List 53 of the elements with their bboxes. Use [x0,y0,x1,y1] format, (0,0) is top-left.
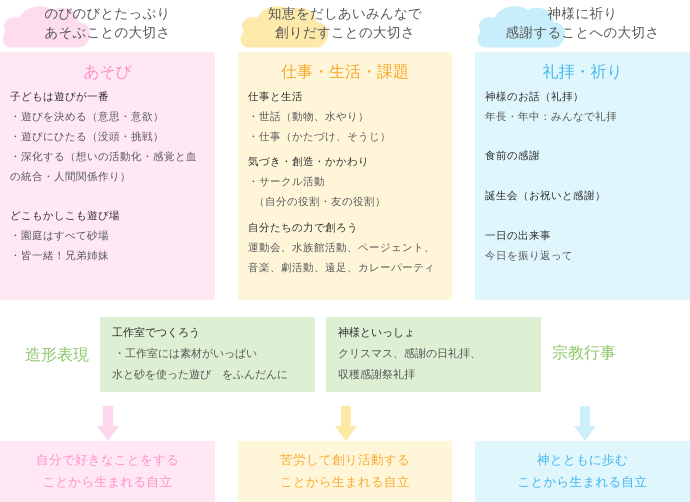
result-box [238,441,452,502]
heading-text: 創りだすことの大切さ [275,24,415,43]
result-text: ことから生まれる自立 [518,473,648,491]
result-box [475,441,690,502]
section-heading: どこもかしこも遊び場 [10,209,120,224]
result-text: 苦労して創り活動する [280,451,410,469]
body-text: ・遊びにひたる（没頭・挑戦） [10,130,164,145]
body-text: ・園庭はすべて砂場 [10,229,109,244]
body-text: 水と砂を使った遊び をふんだんに [112,367,288,383]
category-label: 造形表現 [25,344,89,366]
body-text: ・工作室には素材がいっぱい [114,346,257,362]
body-text: ・仕事（かたづけ、そうじ） [248,130,391,145]
result-text: 神とともに歩む [537,451,628,469]
result-text: 自分で好きなことをする [36,451,179,469]
section-heading: 神様のお話（礼拝） [485,90,584,105]
section-heading: 神様といっしょ [338,325,415,341]
heading-text: あそぶことの大切さ [44,24,170,43]
arrow [574,406,596,441]
section-heading: 食前の感謝 [485,149,540,164]
section-heading: 自分たちの力で創ろう [248,221,358,236]
arrow [335,406,357,441]
heading-text: のびのびとたっぷり [44,5,170,24]
panel-title: 仕事・生活・課題 [281,61,409,83]
section-heading: 誕生会（お祝いと感謝） [485,189,606,204]
section-heading: 工作室でつくろう [112,325,200,341]
body-text: クリスマス、感謝の日礼拝、収穫感謝祭礼拝 [338,346,482,383]
heading-text: 神様に祈り [548,5,618,24]
heading-text: 知恵をだしあいみんなで [268,5,422,24]
body-text: ・サークル活動 [248,175,325,190]
section-heading: 一日の出来事 [485,229,551,244]
activity-box [326,317,541,392]
activity-box [100,317,315,392]
panel-title: あそび [84,61,132,83]
section-heading: 気づき・創造・かかわり [248,155,369,170]
category-label: 宗教行事 [552,342,616,364]
body-text: （自分の役割・友の役割） [254,195,386,210]
body-text: ・遊びを決める（意思・意欲） [10,110,164,125]
heading-text: 感謝することへの大切さ [506,24,660,43]
section-heading: 子どもは遊びが一番 [10,90,109,105]
result-text: ことから生まれる自立 [280,473,410,491]
category-panel [475,52,690,300]
body-text: 今日を振り返って [485,249,573,264]
body-text: ・世話（動物、水やり） [248,110,369,125]
result-box [0,441,215,502]
panel-title: 礼拝・祈り [542,61,622,83]
body-text: 年長・年中：みんなで礼拝 [485,110,617,125]
section-heading: 仕事と生活 [248,90,303,105]
body-text: ・皆一緒！兄弟姉妹 [10,249,109,264]
arrow [97,406,119,441]
body-text: ・深化する（想いの活動化・感覚と血の統合・人間関係作り） [10,150,198,185]
category-panel [238,52,452,300]
body-text: 運動会、水族館活動、ページェント、音楽、劇活動、遠足、カレーパーティ [248,241,436,276]
result-text: ことから生まれる自立 [42,473,172,491]
